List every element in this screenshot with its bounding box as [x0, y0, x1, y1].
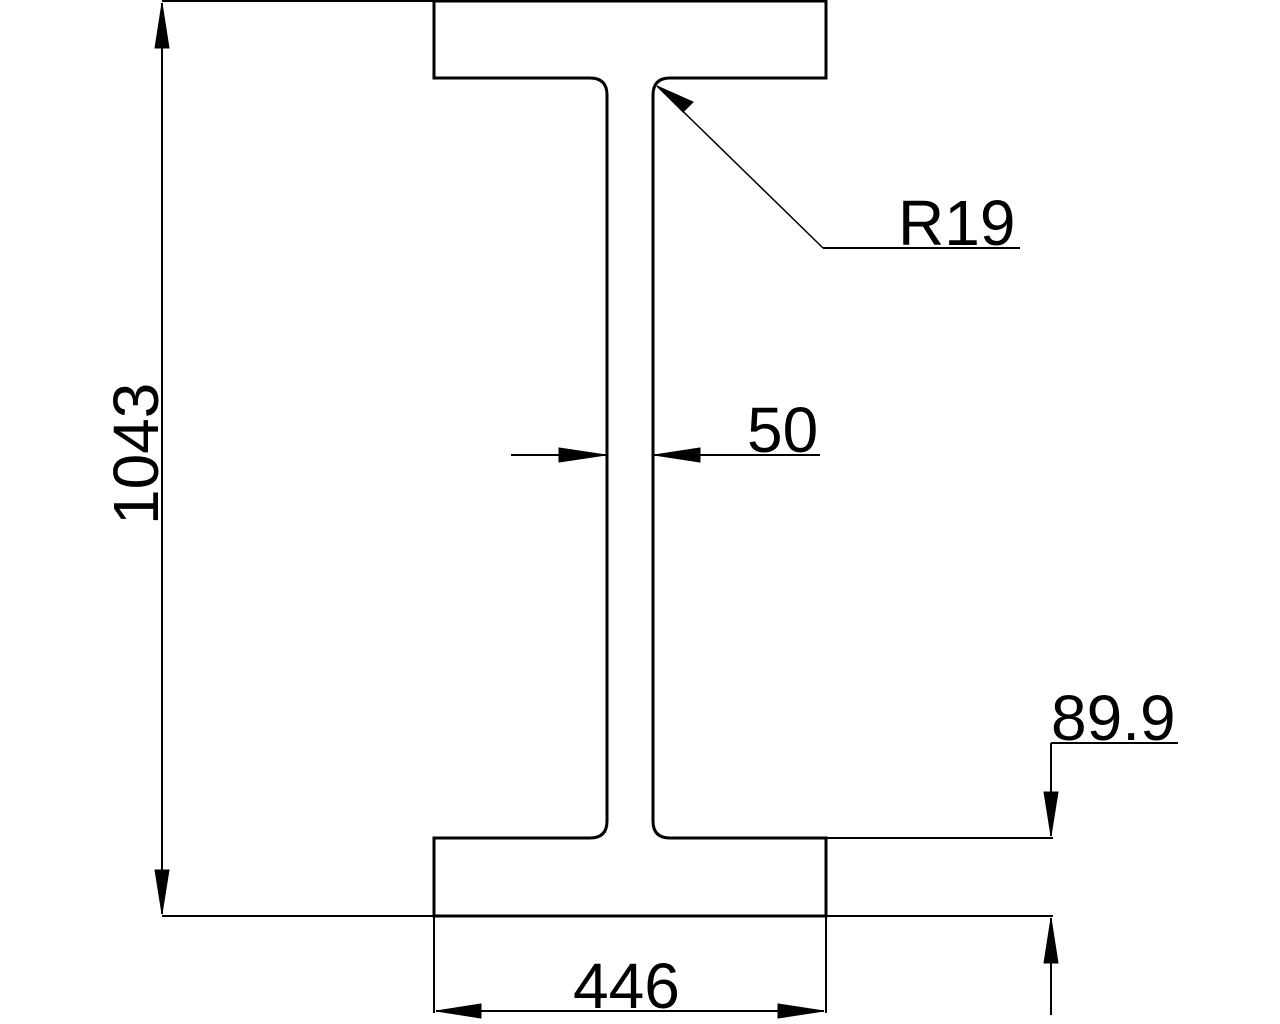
arrow-right-icon	[777, 1003, 825, 1019]
web-thickness-dimension: 50	[511, 394, 820, 466]
arrow-right-icon	[558, 447, 607, 463]
arrow-up-icon	[154, 2, 170, 49]
arrow-down-icon	[1043, 791, 1059, 837]
width-dimension: 446	[433, 916, 827, 1022]
arrow-down-icon	[154, 869, 170, 915]
web-thickness-label: 50	[747, 394, 818, 466]
arrow-diagonal-icon	[656, 85, 694, 113]
radius-leader-line	[656, 85, 824, 249]
arrow-up-icon	[1043, 917, 1059, 964]
radius-label: R19	[898, 187, 1015, 259]
height-dimension: 1043	[100, 0, 434, 917]
flange-thickness-dimension: 89.9	[826, 682, 1178, 1015]
width-label: 446	[573, 950, 680, 1022]
flange-thickness-label: 89.9	[1051, 682, 1176, 754]
arrow-left-icon	[435, 1003, 482, 1019]
radius-leader: R19	[656, 85, 1020, 259]
arrow-left-icon	[653, 447, 701, 463]
height-label: 1043	[100, 383, 172, 525]
